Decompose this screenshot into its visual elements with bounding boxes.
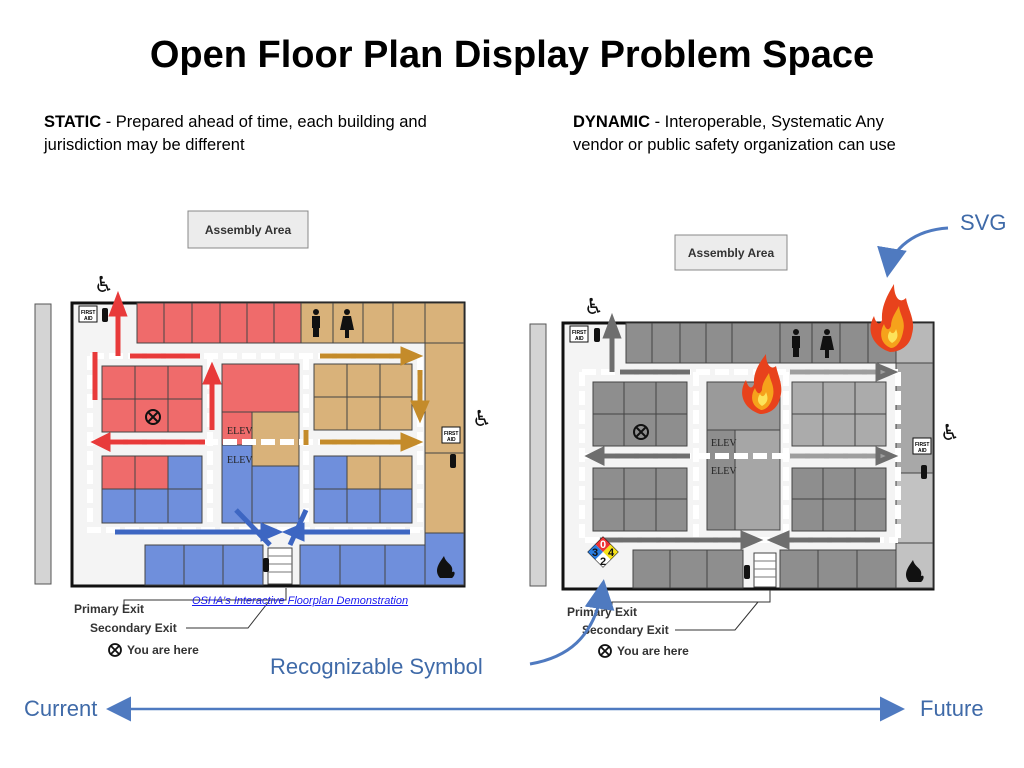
symbol-pointer-arrow <box>529 579 615 666</box>
elev-label-1: ELEV <box>227 426 253 437</box>
svg-text:4: 4 <box>608 547 615 559</box>
extinguisher-icon-bottom <box>263 558 269 572</box>
svg-pointer-arrow <box>877 226 949 278</box>
future-label: Future <box>920 696 984 721</box>
left-wall-strip <box>34 303 52 585</box>
current-floor-plan: ELEV ELEV ♿ ♿ FIRST AID FIRST AID As <box>34 210 492 657</box>
elev-label-2: ELEV <box>227 455 253 466</box>
grey-evac-arrows <box>584 312 899 550</box>
svg-label: SVG <box>960 210 1007 235</box>
room-red-top <box>136 302 302 344</box>
secondary-exit-label-future: Secondary Exit <box>582 623 669 637</box>
you-are-here-label-future: You are here <box>617 644 689 658</box>
svg-text:0: 0 <box>600 539 606 551</box>
svg-text:AID: AID <box>575 336 584 342</box>
page-title: Open Floor Plan Display Problem Space <box>149 34 875 76</box>
osha-demo-link[interactable]: OSHA's Interactive Floorplan Demonstrati… <box>192 595 409 607</box>
primary-exit-label-future: Primary Exit <box>567 605 637 619</box>
svg-text:AID: AID <box>447 437 456 443</box>
accessibility-icon-future: ♿ <box>584 294 604 319</box>
first-aid-icon-future <box>569 325 589 343</box>
assembly-area-box-future <box>674 234 788 271</box>
red-evac-arrows <box>90 290 222 453</box>
restroom-icon-future <box>792 329 834 358</box>
assembly-area-box <box>187 210 309 249</box>
extinguisher-icon <box>102 308 108 322</box>
svg-text:FIRST: FIRST <box>572 330 586 336</box>
flammable-icon-future <box>906 560 924 582</box>
flammable-icon <box>432 552 458 582</box>
accessibility-icon-right: ♿ <box>472 406 492 431</box>
extinguisher-icon-right <box>450 454 456 468</box>
you-are-here-icon <box>145 409 161 425</box>
svg-text:3: 3 <box>592 547 598 559</box>
future-floor-plan: ELEV ELEV ♿ ♿ FIRST AID FIRST AID <box>529 234 960 658</box>
elev-label-3: ELEV <box>711 438 737 449</box>
secondary-exit-label: Secondary Exit <box>90 621 177 635</box>
accessibility-icon: ♿ <box>94 272 114 297</box>
svg-text:AID: AID <box>84 316 93 322</box>
stairwell <box>267 547 293 585</box>
fire-icon-corner <box>870 284 914 352</box>
you-are-here-legend-icon <box>108 643 122 657</box>
current-label: Current <box>24 696 98 721</box>
room-tan-top <box>300 302 465 344</box>
svg-text:FIRST: FIRST <box>81 310 95 316</box>
tan-evac-arrows <box>303 346 430 452</box>
elev-label-4: ELEV <box>711 466 737 477</box>
primary-exit-label: Primary Exit <box>74 602 144 616</box>
svg-text:FIRST: FIRST <box>444 431 458 437</box>
nfpa-hazard-diamond-icon: 0 3 4 2 <box>587 536 619 568</box>
restroom-icon <box>312 309 354 338</box>
static-description: STATIC - Prepared ahead of time, each bu… <box>44 111 474 157</box>
recognizable-symbol-label: Recognizable Symbol <box>270 654 483 679</box>
first-aid-icon-right <box>441 426 461 444</box>
first-aid-icon <box>78 305 98 323</box>
dynamic-text: - Interoperable, Systematic Any vendor o… <box>573 113 896 154</box>
fire-icon <box>742 354 782 414</box>
assembly-area-label: Assembly Area <box>205 223 292 237</box>
blue-evac-arrows <box>115 508 410 547</box>
svg-text:2: 2 <box>600 556 606 568</box>
svg-text:AID: AID <box>918 448 927 454</box>
svg-text:FIRST: FIRST <box>915 442 929 448</box>
you-are-here-label: You are here <box>127 643 199 657</box>
you-are-here-icon-future <box>633 424 649 440</box>
dynamic-label: DYNAMIC <box>573 113 650 131</box>
static-label: STATIC <box>44 113 102 131</box>
assembly-area-label-future: Assembly Area <box>688 246 775 260</box>
accessibility-icon-future-right: ♿ <box>940 420 960 445</box>
dynamic-description: DYNAMIC - Interoperable, Systematic Any … <box>573 111 913 157</box>
static-text: - Prepared ahead of time, each building … <box>44 113 427 154</box>
